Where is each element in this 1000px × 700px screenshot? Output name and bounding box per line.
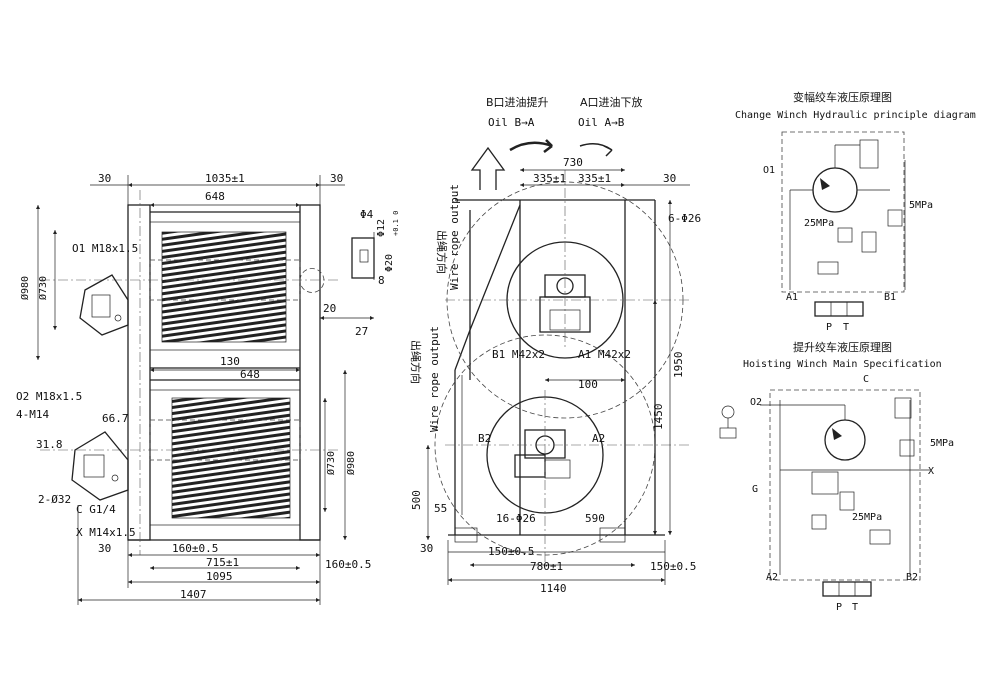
dim-1035: 1035±1: [205, 172, 245, 185]
hyd-top-title-cn: 变幅绞车液压原理图: [793, 90, 892, 104]
hyd-bot-c: C: [863, 374, 869, 385]
upper-rope-winding: [161, 231, 287, 343]
dim-980-left: Ø980: [19, 276, 31, 300]
dim-500: 500: [410, 490, 423, 510]
dim-980-right: Ø980: [345, 451, 357, 475]
hyd-top-a1: A1: [786, 292, 798, 303]
port-a1: A1 M42x2: [578, 348, 631, 361]
hyd-bot-b2: B2: [906, 572, 918, 583]
hole-2-d32: 2-Ø32: [38, 493, 71, 506]
detail-27: 27: [355, 325, 368, 338]
upper-hydraulic-motor: [79, 274, 129, 336]
dim-715: 715±1: [206, 556, 239, 569]
right-side-plate: [299, 204, 321, 541]
hyd-bot-x: X: [928, 466, 934, 477]
dim-1407: 1407: [180, 588, 207, 601]
dim-730-left: Ø730: [37, 276, 49, 300]
hyd-top-p: P: [826, 322, 832, 333]
port-b2: B2: [478, 432, 491, 445]
hyd-top-directional-valve: [814, 301, 864, 317]
dim-780: 780±1: [530, 560, 563, 573]
left-side-plate: [127, 204, 151, 541]
dim-1950: 1950: [672, 352, 685, 379]
rope-direction-en-lower: Wire rope output: [428, 326, 441, 432]
port-x: X M14x1.5: [76, 526, 136, 539]
dim-590: 590: [585, 512, 605, 525]
detail-phi12: Φ12: [376, 219, 387, 237]
hyd-top-o1: O1: [763, 165, 775, 176]
dim-160-right: 160±0.5: [325, 558, 371, 571]
front-view: B口进油提升 Oil B→A A口进油下放 Oil A→B 出绳方向 Wire …: [409, 95, 701, 595]
dim-30-center-bottom: 30: [420, 542, 433, 555]
dim-1140: 1140: [540, 582, 567, 595]
detail-phi4: Φ4: [360, 208, 374, 221]
port-o2: O2 M18x1.5: [16, 390, 82, 403]
detail-20: 20: [323, 302, 336, 315]
hyd-bot-title-en: Hoisting Winch Main Specification: [743, 359, 942, 370]
lower-motor-front: [514, 429, 571, 479]
hyd-bot-p: P: [836, 602, 842, 613]
hyd-top-t: T: [843, 322, 849, 333]
dim-730-center: 730: [563, 156, 583, 169]
hyd-top-25mpa: 25MPa: [804, 218, 834, 229]
hyd-bot-g: G: [752, 484, 758, 495]
dim-100: 100: [578, 378, 598, 391]
port-b1: B1 M42x2: [492, 348, 545, 361]
hyd-bot-motor: [824, 419, 866, 461]
dim-648-top: 648: [205, 190, 225, 203]
port-c: C G1/4: [76, 503, 116, 516]
dim-30-bottom: 30: [98, 542, 111, 555]
bolt-4-m14: 4-M14: [16, 408, 49, 421]
hyd-bot-25mpa: 25MPa: [852, 512, 882, 523]
port-o1: O1 M18x1.5: [72, 242, 138, 255]
port-b-label-en: Oil B→A: [488, 116, 535, 129]
dim-130: 130: [220, 355, 240, 368]
hyd-top-b1: B1: [884, 292, 896, 303]
detail-8: 8: [378, 274, 385, 287]
hyd-bot-directional-valve: [822, 581, 872, 597]
change-winch-hydraulic-diagram: 变幅绞车液压原理图 Change Winch Hydraulic princip…: [735, 90, 976, 333]
detail-tolerance: +0.1 0: [392, 211, 400, 236]
port-b-label-cn: B口进油提升: [486, 95, 549, 109]
mounting-hole-detail: Φ4 Φ12 +0.1 0 Φ20 8 20 27: [299, 208, 400, 338]
port-a-label-en: Oil A→B: [578, 116, 625, 129]
dim-31-8: 31.8: [36, 438, 63, 451]
dim-30-center-top: 30: [663, 172, 676, 185]
hole-6-d26: 6-Φ26: [668, 212, 701, 225]
dim-648-mid: 648: [240, 368, 260, 381]
lower-hydraulic-motor: [71, 431, 129, 501]
dim-66-7: 66.7: [102, 412, 129, 425]
hyd-top-5mpa: 5MPa: [909, 200, 933, 211]
dim-335-right: 335±1: [578, 172, 611, 185]
hyd-bot-o2: O2: [750, 397, 762, 408]
hyd-bot-a2: A2: [766, 572, 778, 583]
dim-55: 55: [434, 502, 447, 515]
dim-30-top-right: 30: [330, 172, 343, 185]
dim-150-right: 150±0.5: [650, 560, 696, 573]
dim-335-left: 335±1: [533, 172, 566, 185]
dim-1450: 1450: [652, 404, 665, 431]
left-side-view: 30 1035±1 648 30 Ø980 Ø730 O1 M18x1.5 O2…: [16, 172, 371, 605]
lower-rope-winding: [171, 397, 291, 519]
port-a2: A2: [592, 432, 605, 445]
dim-730-right: Ø730: [325, 451, 337, 475]
hyd-bot-5mpa: 5MPa: [930, 438, 954, 449]
hole-16-d26: 16-Φ26: [496, 512, 536, 525]
dim-30-top-left: 30: [98, 172, 111, 185]
rope-direction-cn-upper: 出绳方向: [435, 230, 449, 274]
detail-phi20: Φ20: [384, 254, 395, 272]
hyd-bot-t: T: [852, 602, 858, 613]
rope-direction-en-upper: Wire rope output: [448, 184, 461, 290]
rope-direction-cn-lower: 出绳方向: [409, 340, 423, 384]
hyd-bot-title-cn: 提升绞车液压原理图: [793, 340, 892, 354]
hyd-top-title-en: Change Winch Hydraulic principle diagram: [735, 110, 976, 121]
dim-160-left: 160±0.5: [172, 542, 218, 555]
dim-150-left: 150±0.5: [488, 545, 534, 558]
port-a-label-cn: A口进油下放: [580, 95, 643, 109]
dim-1095: 1095: [206, 570, 233, 583]
hoisting-winch-hydraulic-diagram: 提升绞车液压原理图 Hoisting Winch Main Specificat…: [719, 340, 954, 613]
hyd-top-motor: [812, 167, 858, 213]
